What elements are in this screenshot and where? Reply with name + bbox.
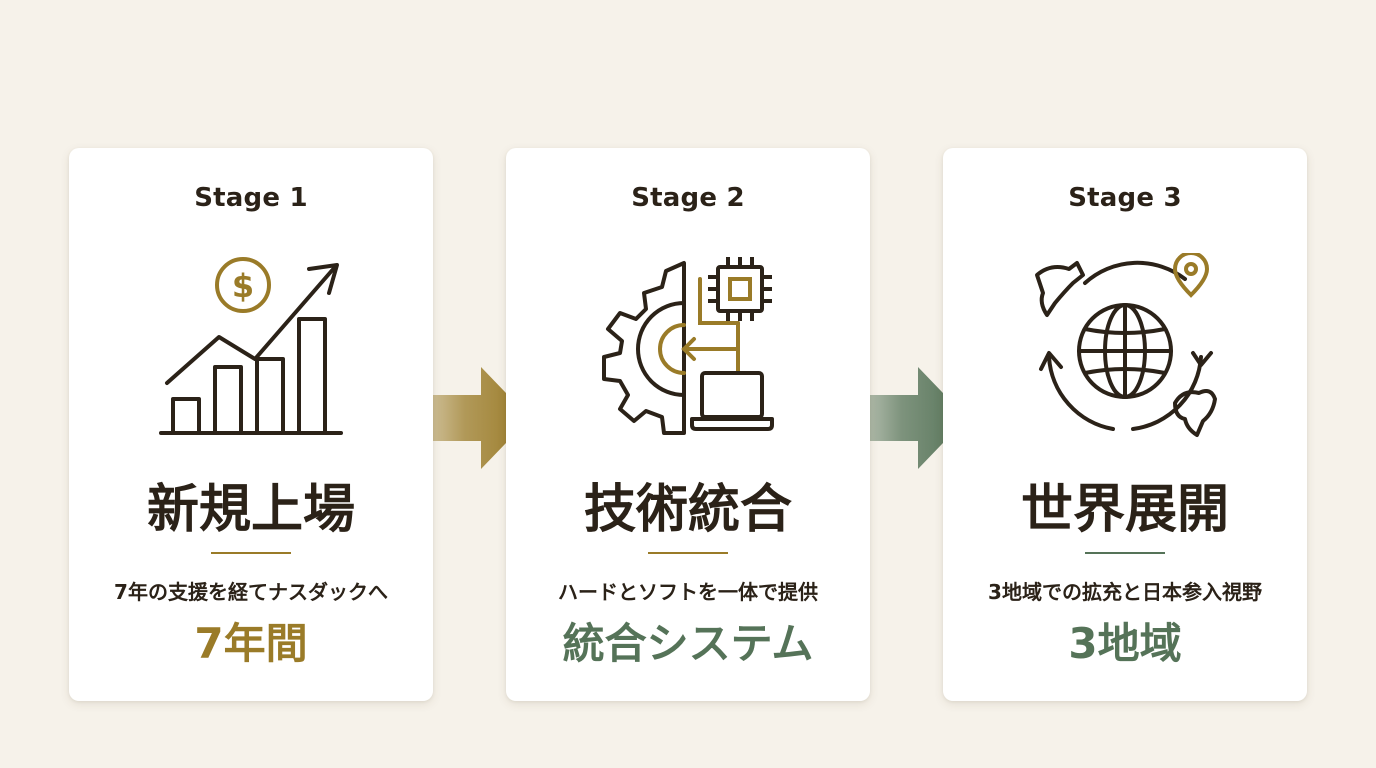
stage-highlight: 3地域	[1068, 619, 1182, 668]
stage-description: 3地域での拡充と日本参入視野	[988, 580, 1262, 604]
flow-arrow-2	[822, 367, 972, 469]
gear-chip-laptop-icon	[588, 253, 788, 443]
globe-location-icon	[1025, 251, 1225, 443]
stage-card-2: Stage 2	[506, 148, 870, 701]
stage-title: 技術統合	[583, 479, 792, 540]
title-divider	[648, 552, 728, 554]
title-divider	[211, 552, 291, 554]
stage-description: ハードとソフトを一体で提供	[558, 580, 818, 604]
growth-chart-dollar-icon: $	[151, 253, 351, 443]
stage-highlight: 7年間	[194, 619, 308, 668]
stage-card-1: Stage 1 $ 新規上場 7年の支援を経てナスダックへ 7年間	[69, 148, 433, 701]
stage-label: Stage 1	[194, 183, 308, 213]
stage-label: Stage 3	[1068, 183, 1182, 213]
stage-title: 世界展開	[1020, 479, 1229, 540]
stage-card-3: Stage 3	[943, 148, 1307, 701]
stage-description: 7年の支援を経てナスダックへ	[114, 580, 388, 604]
svg-text:$: $	[232, 267, 254, 305]
title-divider	[1085, 552, 1165, 554]
stage-title: 新規上場	[146, 479, 355, 540]
stage-label: Stage 2	[631, 183, 745, 213]
flow-arrow-1	[385, 367, 535, 469]
stage-highlight: 統合システム	[562, 619, 814, 668]
